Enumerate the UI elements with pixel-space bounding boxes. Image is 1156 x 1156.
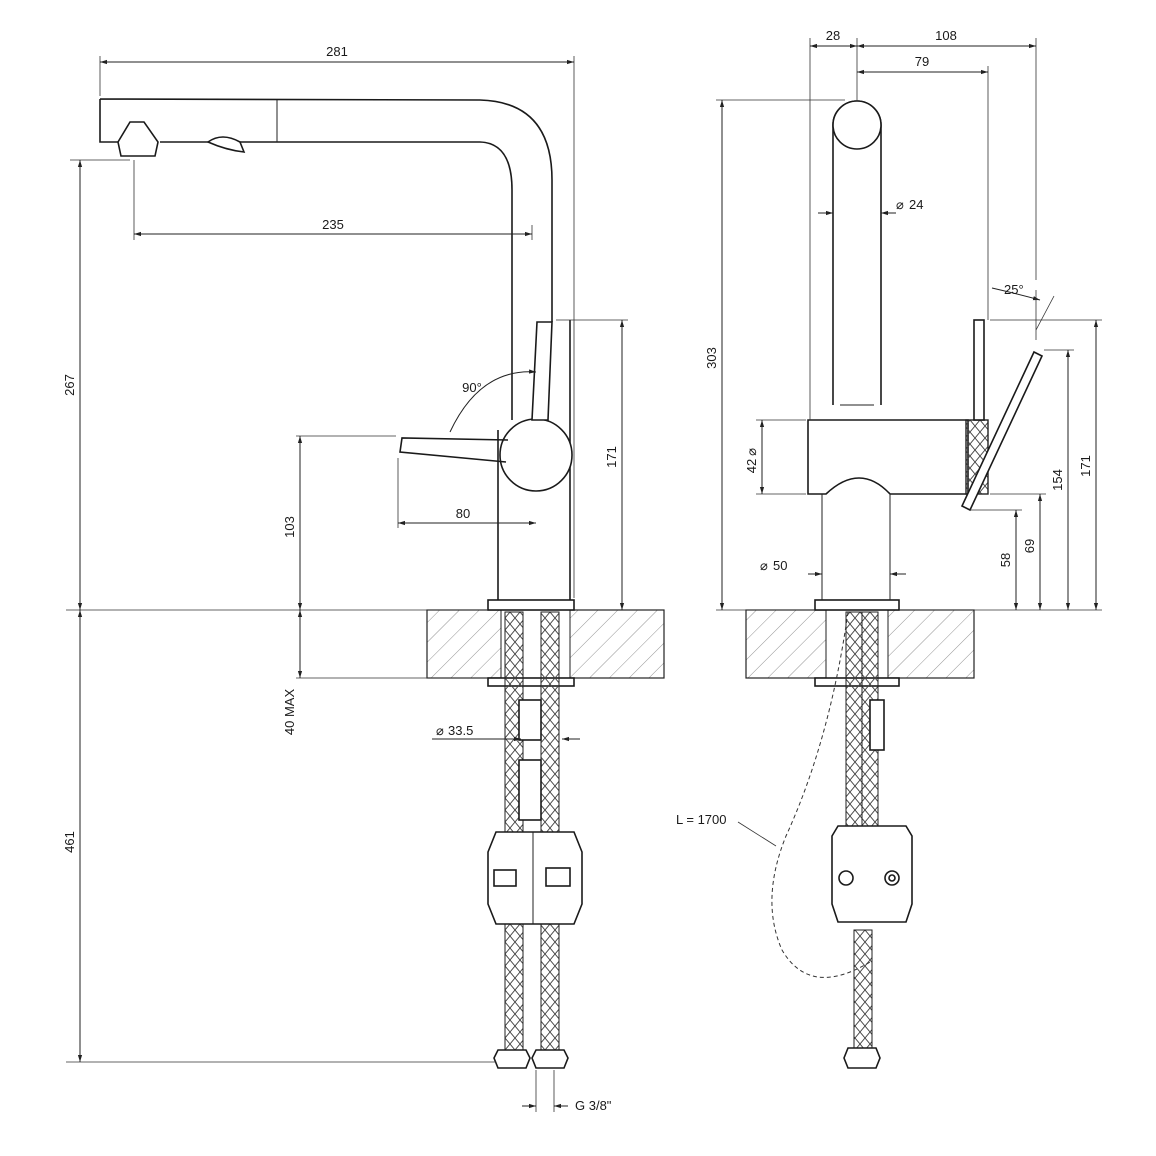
hoses-side [771, 611, 913, 1069]
body-front [399, 320, 573, 600]
lever-hub-icon [499, 418, 573, 492]
dim-diameter-symbol-42: ⌀ [744, 448, 759, 456]
dim-50: 50 [773, 558, 787, 573]
dim-80: 80 [456, 506, 470, 521]
front-dimensions [66, 56, 628, 1112]
side-view: 28 108 79 ⌀ 24 25° 303 ⌀ 42 ⌀ 50 L = 170… [676, 28, 1102, 1069]
dim-diameter-symbol-24: ⌀ [896, 197, 904, 212]
dim-58: 58 [998, 553, 1013, 567]
spout-front [99, 98, 553, 420]
spray-head-icon [117, 121, 159, 157]
faucet-side [807, 100, 1044, 600]
dim-28: 28 [826, 28, 840, 43]
dim-diameter-symbol-50: ⌀ [760, 558, 768, 573]
spout-top-icon [832, 100, 882, 150]
dim-171-side: 171 [1078, 455, 1093, 477]
dim-154: 154 [1050, 469, 1065, 491]
dim-40-max: 40 MAX [282, 689, 297, 736]
valve-box-side-icon [831, 825, 913, 923]
dim-461: 461 [62, 831, 77, 853]
dim-267: 267 [62, 374, 77, 396]
dim-42: 42 [744, 459, 759, 473]
dim-24: 24 [909, 197, 923, 212]
front-view: 281 235 267 90° 80 103 171 40 MAX ⌀ 33.5… [62, 44, 665, 1113]
side-dimensions [716, 38, 1102, 847]
dim-diameter-symbol-front: ⌀ [436, 723, 444, 738]
dim-235: 235 [322, 217, 344, 232]
nut-side-icon [843, 1047, 881, 1069]
dim-108: 108 [935, 28, 957, 43]
dim-79: 79 [915, 54, 929, 69]
dim-281: 281 [326, 44, 348, 59]
dim-171-front: 171 [604, 446, 619, 468]
lever-side [973, 319, 985, 421]
dim-103: 103 [282, 516, 297, 538]
lever-horizontal [399, 437, 509, 463]
dim-g-3-8: G 3/8" [575, 1098, 612, 1113]
nut-right-icon [531, 1049, 569, 1069]
spray-button-icon [206, 136, 246, 153]
pullout-hose-path [771, 611, 871, 978]
body-side-icon [807, 419, 969, 495]
nut-left-icon [493, 1049, 531, 1069]
dim-hose-length: L = 1700 [676, 812, 726, 827]
dim-303: 303 [704, 347, 719, 369]
lever-vertical [531, 321, 553, 421]
dim-90-degrees: 90° [462, 380, 482, 395]
hoses-front [487, 611, 583, 1069]
valve-box-front-icon [487, 831, 583, 925]
dim-69: 69 [1022, 539, 1037, 553]
dim-33-5: 33.5 [448, 723, 473, 738]
dim-25-degrees: 25° [1004, 282, 1024, 297]
